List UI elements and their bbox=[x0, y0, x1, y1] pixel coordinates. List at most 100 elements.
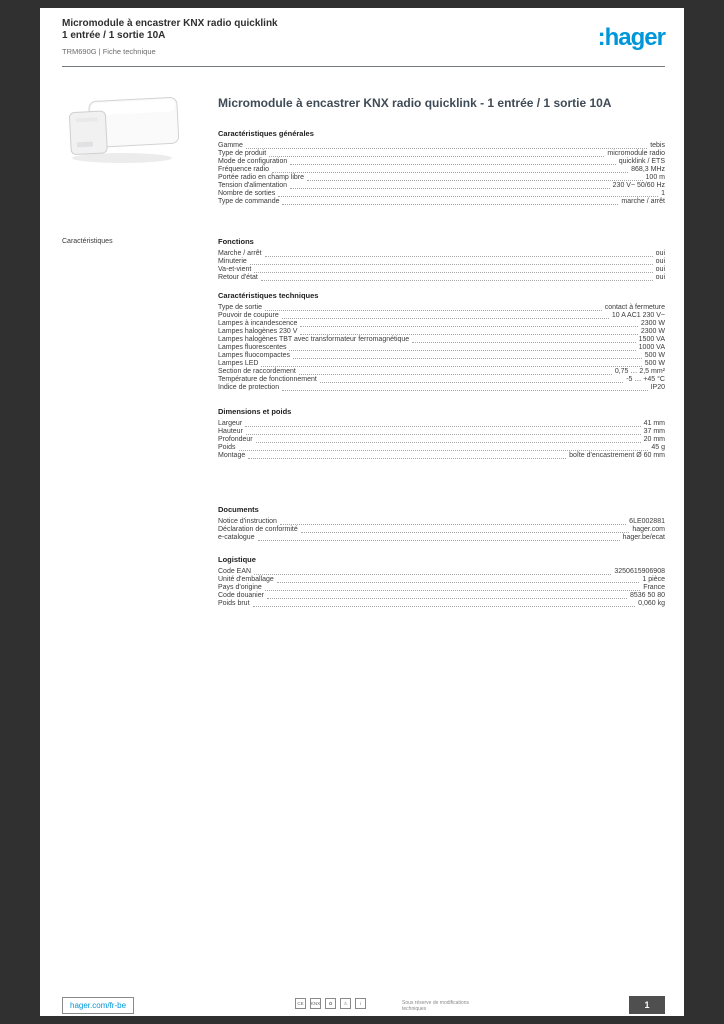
spec-label: Unité d'emballage bbox=[218, 576, 274, 583]
spec-label: Tension d'alimentation bbox=[218, 182, 288, 189]
spec-value: oui bbox=[655, 266, 665, 273]
dotted-leader bbox=[264, 589, 641, 591]
spec-label: Nombre de sorties bbox=[218, 190, 276, 197]
spec-value: 1000 VA bbox=[638, 344, 665, 351]
spec-label: Hauteur bbox=[218, 428, 243, 435]
section-header: Caractéristiques techniques bbox=[218, 291, 319, 300]
spec-value: 20 mm bbox=[643, 436, 665, 443]
dotted-leader bbox=[260, 279, 653, 281]
spec-value: hager.be/ecat bbox=[622, 534, 665, 541]
spec-label: Mode de configuration bbox=[218, 158, 288, 165]
header-title-line2: 1 entrée / 1 sortie 10A bbox=[62, 30, 166, 41]
page-number-badge: 1 bbox=[629, 996, 665, 1014]
spec-label: Poids bbox=[218, 444, 236, 451]
spec-value: 0,75 … 2,5 mm² bbox=[614, 368, 665, 375]
dotted-leader bbox=[290, 187, 610, 189]
spec-label: Type de commande bbox=[218, 198, 280, 205]
spec-value: 45 g bbox=[651, 444, 665, 451]
spec-value: 6LE002881 bbox=[629, 518, 665, 525]
dotted-leader bbox=[269, 155, 605, 157]
spec-row: Tension d'alimentation 230 V~ 50/60 Hz bbox=[218, 182, 665, 190]
content-column: Micromodule à encastrer KNX radio quickl… bbox=[62, 96, 665, 608]
dotted-leader bbox=[289, 349, 636, 351]
spec-row: Indice de protection IP20 bbox=[218, 384, 665, 392]
spec-label: Lampes fluorescentes bbox=[218, 344, 287, 351]
spec-value: IP20 bbox=[650, 384, 665, 391]
dotted-leader bbox=[249, 263, 653, 265]
hager-logo: :hager bbox=[597, 24, 666, 51]
spec-label: Poids brut bbox=[218, 600, 250, 607]
spec-label: Code douanier bbox=[218, 592, 264, 599]
dotted-leader bbox=[261, 365, 642, 367]
header-title-line1: Micromodule à encastrer KNX radio quickl… bbox=[62, 18, 278, 29]
section-header: Fonctions bbox=[218, 237, 254, 246]
header-block: Micromodule à encastrer KNX radio quickl… bbox=[62, 18, 362, 56]
section-header: Dimensions et poids bbox=[218, 407, 292, 416]
spec-value: quicklink / ETS bbox=[618, 158, 665, 165]
weee-bin-icon: ⚠ bbox=[340, 998, 351, 1009]
dotted-leader bbox=[298, 373, 612, 375]
spec-value: 1 pièce bbox=[642, 576, 665, 583]
spec-value: 500 W bbox=[644, 352, 665, 359]
spec-row: Unité d'emballage 1 pièce bbox=[218, 576, 665, 584]
spec-value: tebis bbox=[650, 142, 665, 149]
spec-value: oui bbox=[655, 274, 665, 281]
spec-label: Lampes fluocompactes bbox=[218, 352, 290, 359]
spec-value: 1 bbox=[661, 190, 665, 197]
spec-value: 230 V~ 50/60 Hz bbox=[612, 182, 665, 189]
spec-row: Poids 45 g bbox=[218, 444, 665, 452]
section-header: Documents bbox=[218, 505, 259, 514]
spec-row: Mode de configuration quicklink / ETS bbox=[218, 158, 665, 166]
spec-label: Pouvoir de coupure bbox=[218, 312, 279, 319]
spec-label: Gamme bbox=[218, 142, 243, 149]
dotted-leader bbox=[282, 203, 619, 205]
dotted-leader bbox=[271, 171, 629, 173]
spec-row: Lampes fluocompactes 500 W bbox=[218, 352, 665, 360]
spec-value: 37 mm bbox=[643, 428, 665, 435]
spec-row: Nombre de sorties 1 bbox=[218, 190, 665, 198]
spec-label: Code EAN bbox=[218, 568, 252, 575]
dotted-leader bbox=[319, 381, 624, 383]
dotted-leader bbox=[254, 573, 612, 575]
margin-label: Caractéristiques bbox=[62, 238, 113, 245]
dotted-leader bbox=[290, 163, 616, 165]
product-photo-icon bbox=[68, 96, 180, 163]
spec-label: Portée radio en champ libre bbox=[218, 174, 304, 181]
dotted-leader bbox=[257, 539, 620, 541]
dotted-leader bbox=[276, 581, 640, 583]
spec-label: Type de produit bbox=[218, 150, 267, 157]
dotted-leader bbox=[300, 333, 638, 335]
dotted-leader bbox=[412, 341, 636, 343]
dotted-leader bbox=[292, 357, 642, 359]
dotted-leader bbox=[266, 597, 627, 599]
spec-row: Gamme tebis bbox=[218, 142, 665, 150]
spec-value: boîte d'encastrement Ø 60 mm bbox=[569, 452, 665, 459]
recycling-icon: ♻ bbox=[325, 998, 336, 1009]
spec-label: Indice de protection bbox=[218, 384, 280, 391]
product-image bbox=[62, 86, 185, 166]
dotted-leader bbox=[264, 255, 653, 257]
spec-label: Type de sortie bbox=[218, 304, 262, 311]
dotted-leader bbox=[254, 271, 653, 273]
spec-label: Lampes halogènes TBT avec transformateur… bbox=[218, 336, 410, 343]
header-divider bbox=[62, 66, 665, 67]
footer-website-link[interactable]: hager.com/fr-be bbox=[62, 997, 135, 1014]
spec-value: 41 mm bbox=[643, 420, 665, 427]
spec-value: 500 W bbox=[644, 360, 665, 367]
spec-value: -5 … +45 °C bbox=[626, 376, 665, 383]
